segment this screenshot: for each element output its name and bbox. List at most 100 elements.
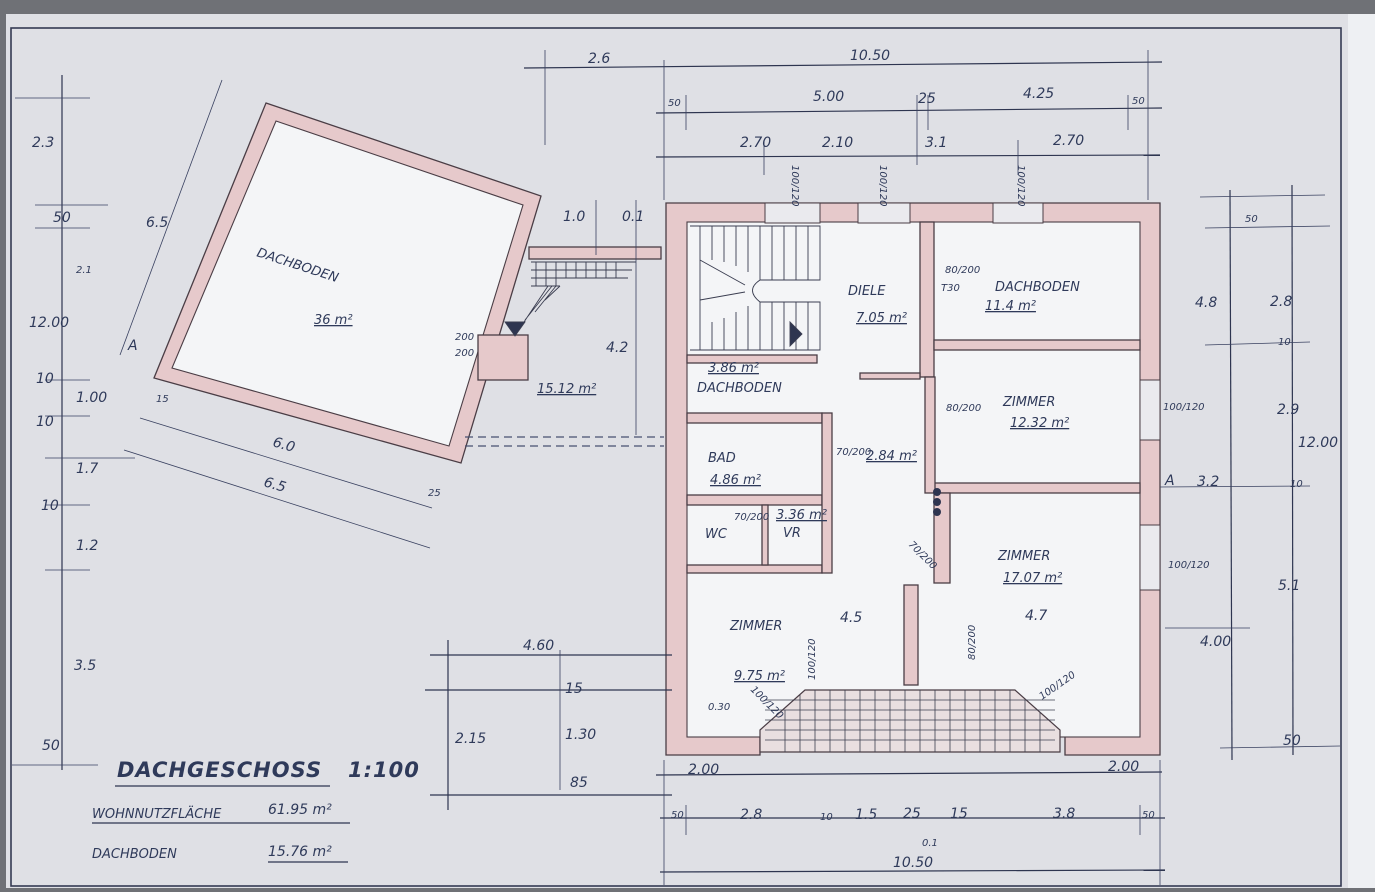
- dim-right-10a: 10: [1278, 337, 1291, 348]
- bad-area: 4.86 m²: [710, 473, 761, 488]
- dim-bottom-01: 0.1: [922, 838, 938, 849]
- diele-area: 7.05 m²: [856, 311, 907, 326]
- plan-title: DACHGESCHOSS: [117, 758, 322, 782]
- dim-right-51: 5.1: [1278, 578, 1300, 594]
- dim-left-5: 1.00: [76, 390, 107, 406]
- dim-right-48: 4.8: [1195, 295, 1217, 311]
- link-dim-a: 1.0: [563, 209, 585, 225]
- misc-030: 0.30: [708, 702, 730, 713]
- summary-label-1: WOHNNUTZFLÄCHE: [92, 806, 222, 822]
- dim-right-29: 2.9: [1277, 402, 1299, 418]
- plan-scale: 1:100: [348, 758, 420, 782]
- zimmer3-name: ZIMMER: [729, 619, 782, 634]
- win-label-2: 100/120: [877, 165, 888, 207]
- paper-border: [10, 27, 1342, 887]
- right-dimensions: 50 4.8 2.8 10 2.9 12.00 A 3.2 10 5.1 4.0…: [1159, 184, 1341, 761]
- bad-name: BAD: [708, 451, 736, 466]
- win-label-1: 100/120: [789, 165, 800, 207]
- dim-mid-130: 1.30: [565, 727, 596, 743]
- left-wing-mark: A: [127, 338, 138, 354]
- dim-top-left: 2.6: [588, 51, 610, 67]
- vr-area: 3.36 m²: [776, 508, 827, 523]
- dim-bottom-15: 1.5: [855, 807, 877, 823]
- door-label-5: 70/200: [734, 512, 769, 523]
- link-stair: [504, 261, 636, 337]
- summary-value-1: 61.95 m²: [268, 802, 332, 818]
- left-wing-dim-a: 6.5: [146, 215, 168, 231]
- dim-left-7: 10: [36, 414, 54, 430]
- dachboden-right-area: 11.4 m²: [985, 299, 1036, 314]
- corridor-area: 2.84 m²: [866, 449, 917, 464]
- left-wing-dim-e: 25: [428, 488, 441, 499]
- left-wing-dim-b: 6.0: [271, 434, 297, 456]
- win-label-3: 100/120: [1015, 165, 1026, 207]
- zimmer1-area: 12.32 m²: [1010, 416, 1069, 431]
- dim-bottom-50-l: 50: [671, 810, 684, 821]
- link-dim-b: 0.1: [622, 209, 644, 225]
- main-stair: [690, 225, 821, 351]
- dim-mid-215: 2.15: [455, 731, 486, 747]
- win-label-4: 100/120: [1163, 402, 1205, 413]
- dim-mid-15: 15: [565, 681, 583, 697]
- dim-left-6: 10: [36, 371, 54, 387]
- top-dimensions: 2.6 10.50 50 5.00 25 4.25 50 2.70 2.10 3…: [523, 48, 1163, 200]
- dim-bottom-10: 10: [820, 812, 833, 823]
- dim-bottom-28: 2.8: [740, 807, 762, 823]
- summary-label-2: DACHBODEN: [92, 847, 177, 862]
- dim-right-50b: 50: [1283, 733, 1301, 749]
- door-label-4: 70/200: [836, 447, 871, 458]
- dim-right-10b: 10: [1290, 479, 1303, 490]
- dim-top-edge-r: 50: [1132, 96, 1145, 107]
- dim-left-3: 12.00: [29, 315, 69, 331]
- stair-area-value: 15.12 m²: [537, 382, 596, 397]
- dim-left-1: 2.3: [32, 135, 54, 151]
- dim-right-400: 4.00: [1200, 634, 1231, 650]
- dim-left-4: 2.1: [76, 265, 92, 276]
- dim-left-10: 1.2: [76, 538, 98, 554]
- dim-bottom-38: 3.8: [1053, 806, 1075, 822]
- dim-row2-b: 2.10: [822, 135, 853, 151]
- win-label-5: 100/120: [1168, 560, 1210, 571]
- dachboden-right-name: DACHBODEN: [995, 280, 1080, 295]
- zimmer1-name: ZIMMER: [1002, 395, 1055, 410]
- paper-edge: [1348, 14, 1375, 888]
- dim-left-11: 3.5: [74, 658, 96, 674]
- dim-top-mid-a: 5.00: [813, 89, 844, 105]
- dim-bottom-total: 10.50: [893, 855, 933, 871]
- dim-left-2: 50: [53, 210, 71, 226]
- zimmer2-area: 17.07 m²: [1003, 571, 1062, 586]
- dim-row2-c: 3.1: [925, 135, 947, 151]
- dim-right-28: 2.8: [1270, 294, 1292, 310]
- dim-bottom-200-l: 2.00: [688, 762, 719, 778]
- door-label-3: 80/200: [967, 625, 978, 660]
- balcony-grid: [765, 690, 1055, 752]
- left-dachboden-area: 36 m²: [314, 313, 353, 328]
- summary-value-2: 15.76 m²: [268, 844, 332, 860]
- dim-top-mid-b: 25: [918, 91, 936, 107]
- door-t30: T30: [941, 283, 960, 294]
- door-label-1: 80/200: [945, 265, 980, 276]
- dim-top-edge-l: 50: [668, 98, 681, 109]
- main-building: DIELE 7.05 m² DACHBODEN 11.4 m² 3.86 m² …: [665, 165, 1210, 756]
- dim-right-32: 3.2: [1197, 474, 1219, 490]
- door-label-2: 80/200: [946, 403, 981, 414]
- left-wing-inner: [171, 120, 524, 447]
- left-dimensions: 2.3 50 12.00 2.1 1.00 10 10 1.7 10 1.2 3…: [12, 75, 135, 770]
- title-block: DACHGESCHOSS 1:100 WOHNNUTZFLÄCHE 61.95 …: [92, 758, 420, 863]
- dim-bottom-15b: 15: [950, 806, 968, 822]
- win-label-7: 100/120: [807, 638, 818, 680]
- diele-name: DIELE: [848, 284, 886, 299]
- left-wing-dim-d: 15: [156, 394, 169, 405]
- dachboden-small-name: DACHBODEN: [697, 381, 782, 396]
- dim-mid-460: 4.60: [523, 638, 554, 654]
- zimmer2-name: ZIMMER: [997, 549, 1050, 564]
- misc-47: 4.7: [1025, 608, 1047, 624]
- dim-right-50a: 50: [1245, 214, 1258, 225]
- link-wall-bottom: [477, 334, 529, 381]
- dim-bottom-200-r: 2.00: [1108, 759, 1139, 775]
- middle-dimensions: 4.60 15 1.30 2.15 85: [425, 638, 672, 810]
- dim-row2-d: 2.70: [1053, 133, 1084, 149]
- zimmer3-area: 9.75 m²: [734, 669, 785, 684]
